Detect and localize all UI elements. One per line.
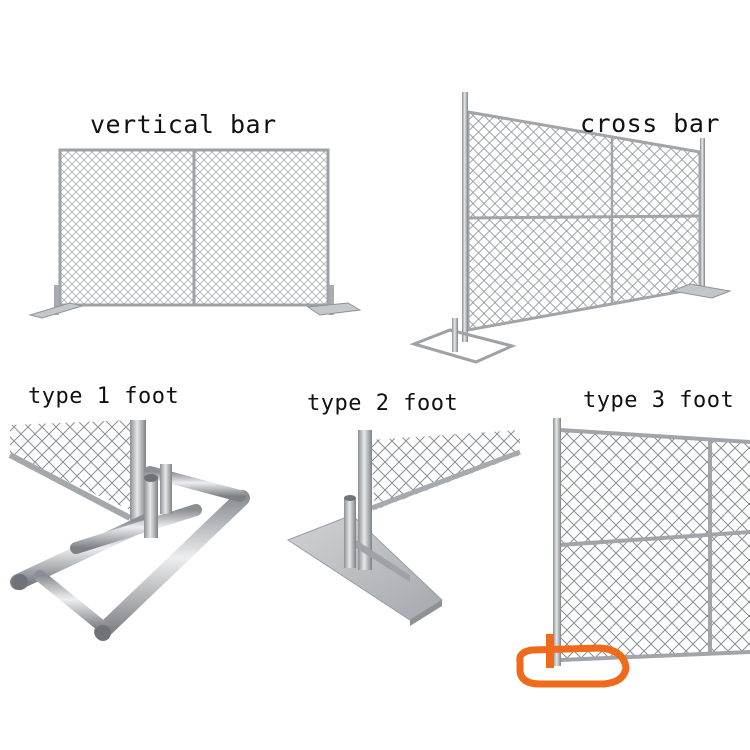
label-vertical-bar: vertical bar — [90, 110, 277, 139]
vertical-bar-fence — [28, 148, 362, 319]
type1-foot-image — [8, 420, 250, 641]
label-cross-bar: cross bar — [580, 109, 720, 138]
cross-bar-fence — [409, 92, 732, 364]
type2-foot-image — [286, 430, 521, 626]
label-type2-foot: type 2 foot — [307, 391, 459, 416]
type3-foot-image — [516, 418, 750, 688]
label-type1-foot: type 1 foot — [28, 384, 180, 409]
label-type3-foot: type 3 foot — [583, 388, 735, 413]
